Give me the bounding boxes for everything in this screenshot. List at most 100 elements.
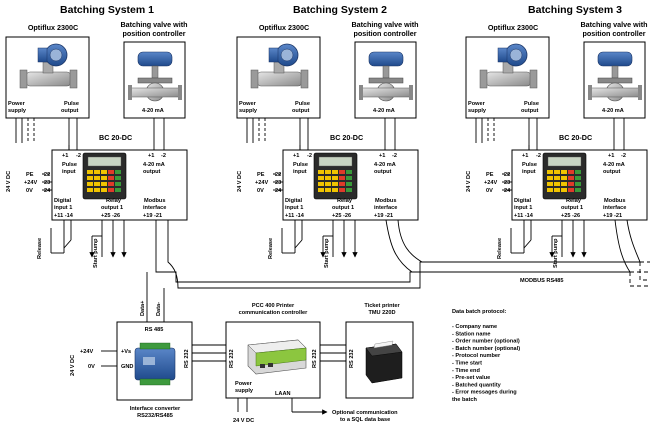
system-3-valve-title-1: Batching valve with (580, 20, 647, 29)
system-1-power-label: Power (8, 101, 26, 107)
system-2-release-label: Release (268, 238, 274, 259)
ticket-printer-icon (365, 340, 403, 384)
system-2-pulse-input-label: Pulse (293, 162, 308, 168)
system-3-terminal-19-21: +19 -21 (603, 213, 622, 219)
ticket-printer-title-2: TMU 220D (368, 310, 395, 316)
system-1-relay-label: Relay (106, 198, 122, 204)
printer-controller-title-2: communication controller (239, 310, 309, 316)
system-1-digital-label: Digital (54, 198, 72, 204)
system-2-pulse-plus1: +1 (293, 153, 299, 159)
system-2-ma-plus1: +1 (379, 153, 385, 159)
protocol-item: - Order number (optional) (452, 339, 520, 345)
converter-vdc-label: 24 V DC (70, 355, 76, 376)
system-3-valve-title-2: position controller (582, 29, 645, 38)
system-2-interface-label: interface (374, 205, 397, 211)
converter-24v-label: +24V (80, 349, 93, 355)
system-2-terminal-11-14: +11 -14 (285, 213, 305, 219)
system-3-input1-label: input 1 (514, 205, 532, 211)
data-minus-label: Data- (156, 302, 162, 316)
system-2-pulse-input-label-2: input (293, 169, 307, 175)
protocol-item: - Time start (452, 361, 482, 367)
system-2-controller-title: BC 20-DC (330, 133, 363, 142)
system-3-ma-output-label: output (603, 169, 621, 175)
system-3-pulse-input-label: Pulse (522, 162, 537, 168)
system-2-ma-output-label: output (374, 169, 392, 175)
printer-controller-rs232-left: RS 232 (229, 349, 235, 368)
converter-0v-label: 0V (88, 364, 95, 370)
printer-supply-label: supply (235, 388, 254, 394)
protocol-item: - Company name (452, 324, 497, 330)
system-3-relay-label: Relay (566, 198, 582, 204)
system-1-release-label: Release (37, 238, 43, 259)
system-1-pulse-output-label: output (61, 108, 79, 114)
system-2-flowmeter-title: Optiflux 2300C (259, 23, 309, 32)
data-plus-label: Data+ (140, 300, 146, 316)
modbus-rs485-label: MODBUS RS485 (520, 278, 564, 284)
system-3-pulse-minus2: -2 (536, 153, 541, 159)
system-3-title: Batching System 3 (528, 4, 622, 16)
system-1-ma-output-label: output (143, 169, 161, 175)
system-2-terminal-19-21: +19 -21 (374, 213, 393, 219)
system-2-terminal-22: 22 (275, 172, 281, 178)
system-1-pulse-label: Pulse (64, 101, 79, 107)
system-1-pulse-input-label-2: input (62, 169, 76, 175)
system-3-ma-label-top: 4-20 mA (602, 108, 624, 114)
batching-system-3 (466, 37, 647, 257)
system-2-valve-title-1: Batching valve with (351, 20, 418, 29)
system-3-flowmeter-title: Optiflux 2300C (488, 23, 538, 32)
system-1-ma-label-top: 4-20 mA (142, 108, 164, 114)
system-2-valve-title-2: position controller (353, 29, 416, 38)
system-2-ma-minus2: -2 (392, 153, 397, 159)
system-3-ma-minus2: -2 (621, 153, 626, 159)
protocol-item: - Station name (452, 331, 491, 337)
system-1-supply-label: supply (8, 108, 27, 114)
system-2-zerov-label: 0V (257, 188, 264, 194)
system-1-modbus-label: Modbus (144, 198, 165, 204)
system-3-power-label: Power (468, 101, 486, 107)
system-1-p24v-label: +24V (24, 180, 37, 186)
system-2-relay-label: Relay (337, 198, 353, 204)
converter-title: RS 485 (145, 327, 164, 333)
system-1-flowmeter-title: Optiflux 2300C (28, 23, 78, 32)
laan-label: LAAN (275, 391, 291, 397)
converter-vs-label: +Vs (121, 349, 131, 355)
printer-controller-title-1: PCC 400 Printer (252, 303, 295, 309)
system-1-start-pump-label: Start pump (93, 238, 99, 268)
system-2-title: Batching System 2 (293, 4, 387, 16)
system-3-relay-output-label: output 1 (561, 205, 583, 211)
system-3-controller-title: BC 20-DC (559, 133, 592, 142)
modbus-bus-lines (155, 219, 650, 289)
system-3-start-pump-label: Start pump (553, 238, 559, 268)
system-3-terminal-11-14: +11 -14 (514, 213, 534, 219)
system-3-zerov-label: 0V (486, 188, 493, 194)
system-2-ma-label-top: 4-20 mA (373, 108, 395, 114)
converter-module-icon (134, 342, 176, 386)
system-3-ma-input-label: 4-20 mA (603, 162, 625, 168)
protocol-item: - Error messages during (452, 390, 517, 396)
system-3-pulse-input-label-2: input (522, 169, 536, 175)
system-2-ma-input-label: 4-20 mA (374, 162, 396, 168)
system-1-ma-minus2: -2 (161, 153, 166, 159)
system-3-p24v-label: +24V (484, 180, 497, 186)
converter-caption-1: Interface converter (130, 406, 181, 412)
ticket-printer-box (345, 321, 414, 399)
optional-communication-2: to a SQL data base (340, 417, 390, 423)
system-3-digital-label: Digital (514, 198, 532, 204)
system-3-pe-label: PE (486, 172, 494, 178)
system-1-relay-output-label: output 1 (101, 205, 123, 211)
ticket-printer-rs232-label: RS 232 (349, 349, 355, 368)
system-3-terminal-24: 24 (504, 188, 511, 194)
system-2-pulse-minus2: -2 (307, 153, 312, 159)
system-2-vdc24-label: 24 V DC (237, 171, 243, 192)
protocol-item: - Time end (452, 368, 480, 374)
printer-controller-rs232-right: RS 232 (312, 349, 318, 368)
system-1-valve-title-1: Batching valve with (120, 20, 187, 29)
system-1-terminal-11-14: +11 -14 (54, 213, 74, 219)
system-2-terminal-25-26: +25 -26 (332, 213, 351, 219)
printer-controller-box (225, 321, 321, 399)
system-3-interface-label: interface (603, 205, 626, 211)
protocol-item: - Batched quantity (452, 382, 502, 388)
system-1-pe-label: PE (26, 172, 34, 178)
optional-communication-1: Optional communication (332, 410, 398, 416)
